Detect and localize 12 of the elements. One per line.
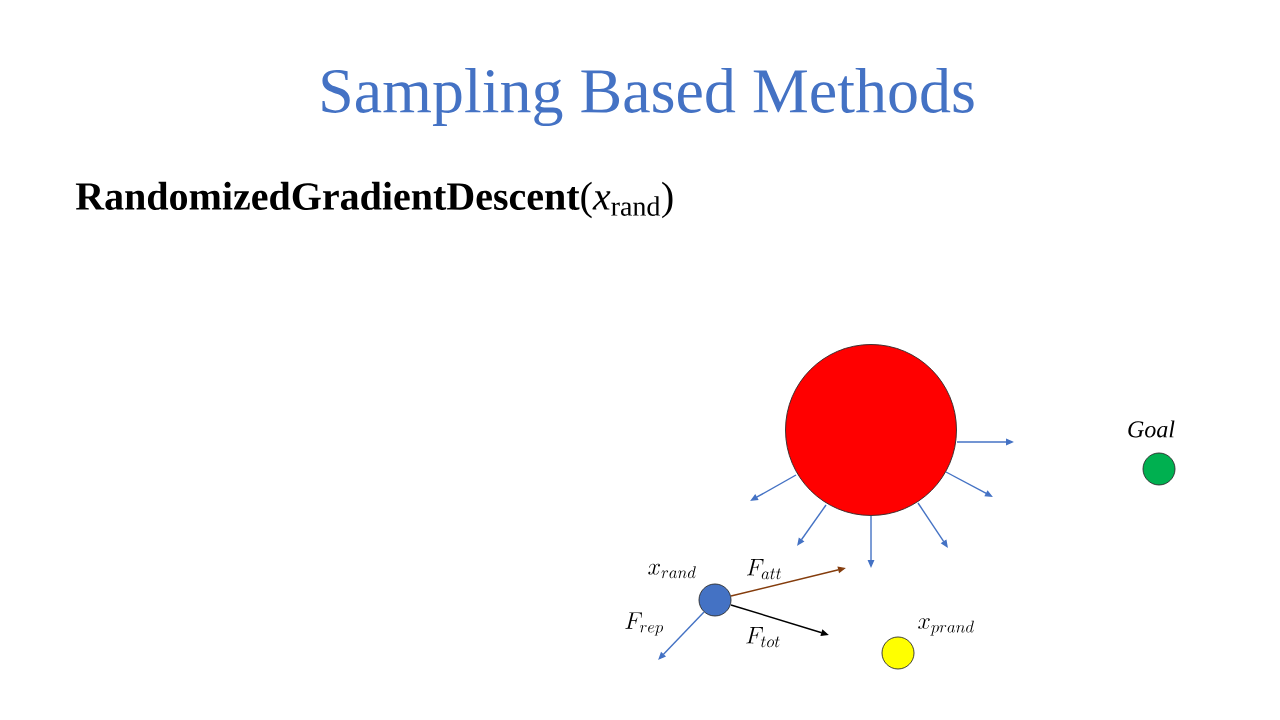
point-label: $x_{prand}$ <box>918 618 974 636</box>
force-label: $F_{rep}$ <box>625 612 663 636</box>
title: Sampling Based Methods <box>322 67 974 127</box>
point-label: $x_{rand}$ <box>648 563 696 579</box>
force-label: $F_{att}$ <box>747 559 782 580</box>
point-circle <box>698 583 732 617</box>
force-label: $F_{tot}$ <box>746 627 780 648</box>
heading: RandomizedGradientDescent(x$_{rand}$) <box>75 181 673 219</box>
obstacle-circle <box>785 344 957 516</box>
goal-circle <box>1142 452 1176 486</box>
point-label: Goal <box>1128 420 1175 438</box>
point-circle <box>881 636 915 670</box>
